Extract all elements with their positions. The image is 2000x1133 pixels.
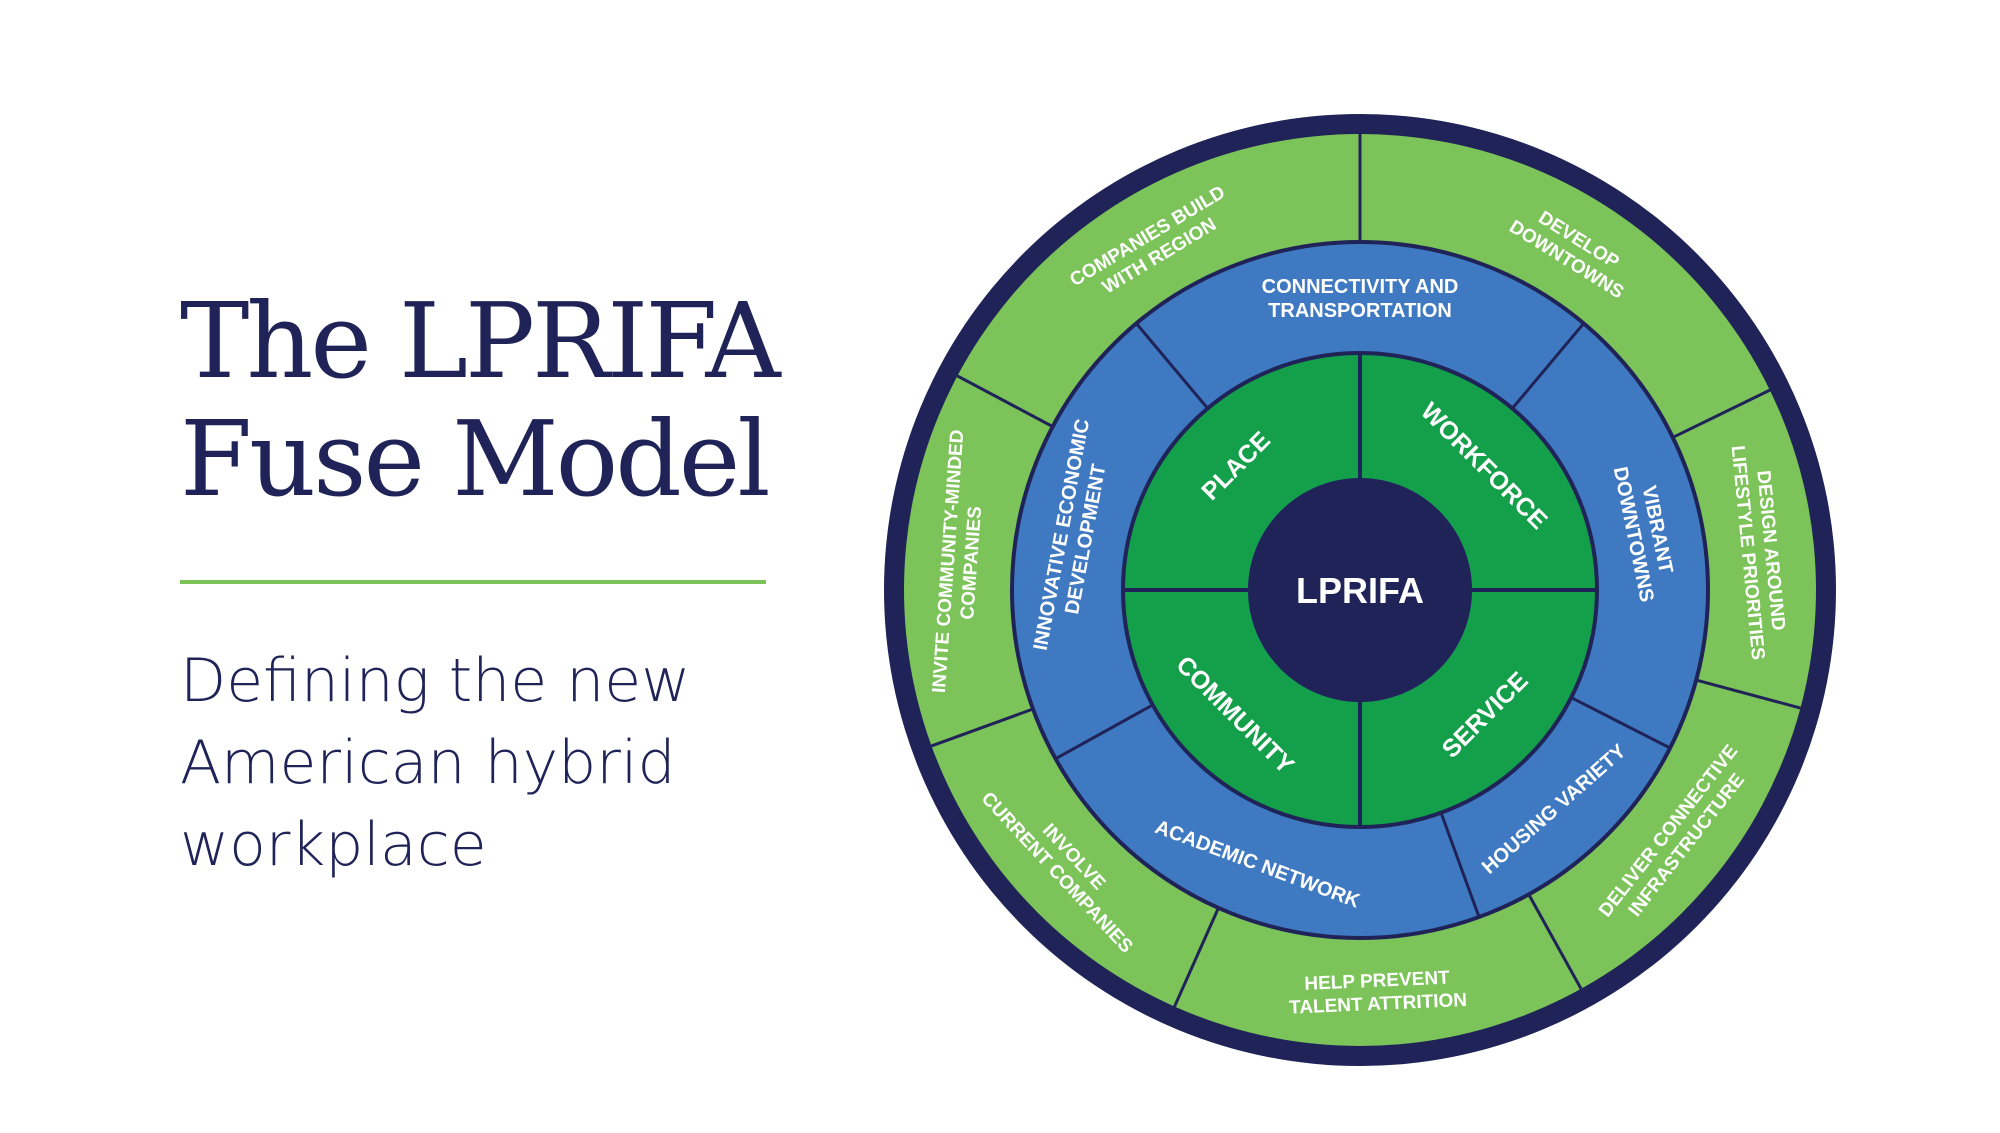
title-line-1: The LPRIFA bbox=[180, 280, 781, 402]
middle-divider-5 bbox=[1054, 703, 1154, 761]
middle-divider-2 bbox=[1511, 322, 1585, 410]
core-segment-community bbox=[1123, 590, 1360, 827]
outer-divider-6 bbox=[930, 707, 1034, 748]
subtitle-line-3: workplace bbox=[180, 810, 487, 880]
center-label: LPRIFA bbox=[1296, 570, 1424, 611]
middle-divider-1 bbox=[1135, 322, 1209, 410]
outer-divider-2 bbox=[1672, 388, 1771, 439]
title-divider bbox=[180, 580, 766, 584]
outer-divider-5 bbox=[1173, 907, 1220, 1008]
outer-divider-4 bbox=[1527, 893, 1583, 990]
core-segment-workforce bbox=[1360, 353, 1597, 590]
core-segment-place bbox=[1123, 353, 1360, 590]
outer-divider-7 bbox=[956, 374, 1054, 428]
page-subtitle: Defining the new American hybrid workpla… bbox=[180, 640, 690, 886]
subtitle-line-2: American hybrid bbox=[180, 728, 676, 798]
outer-divider-3 bbox=[1695, 678, 1801, 710]
center-hub bbox=[1248, 478, 1472, 702]
middle-divider-3 bbox=[1570, 696, 1671, 750]
middle-divider-4 bbox=[1439, 812, 1481, 918]
subtitle-line-1: Defining the new bbox=[180, 646, 691, 716]
title-line-2: Fuse Model bbox=[180, 398, 771, 520]
core-segment-service bbox=[1360, 590, 1597, 827]
page-title: The LPRIFA Fuse Model bbox=[180, 280, 781, 520]
